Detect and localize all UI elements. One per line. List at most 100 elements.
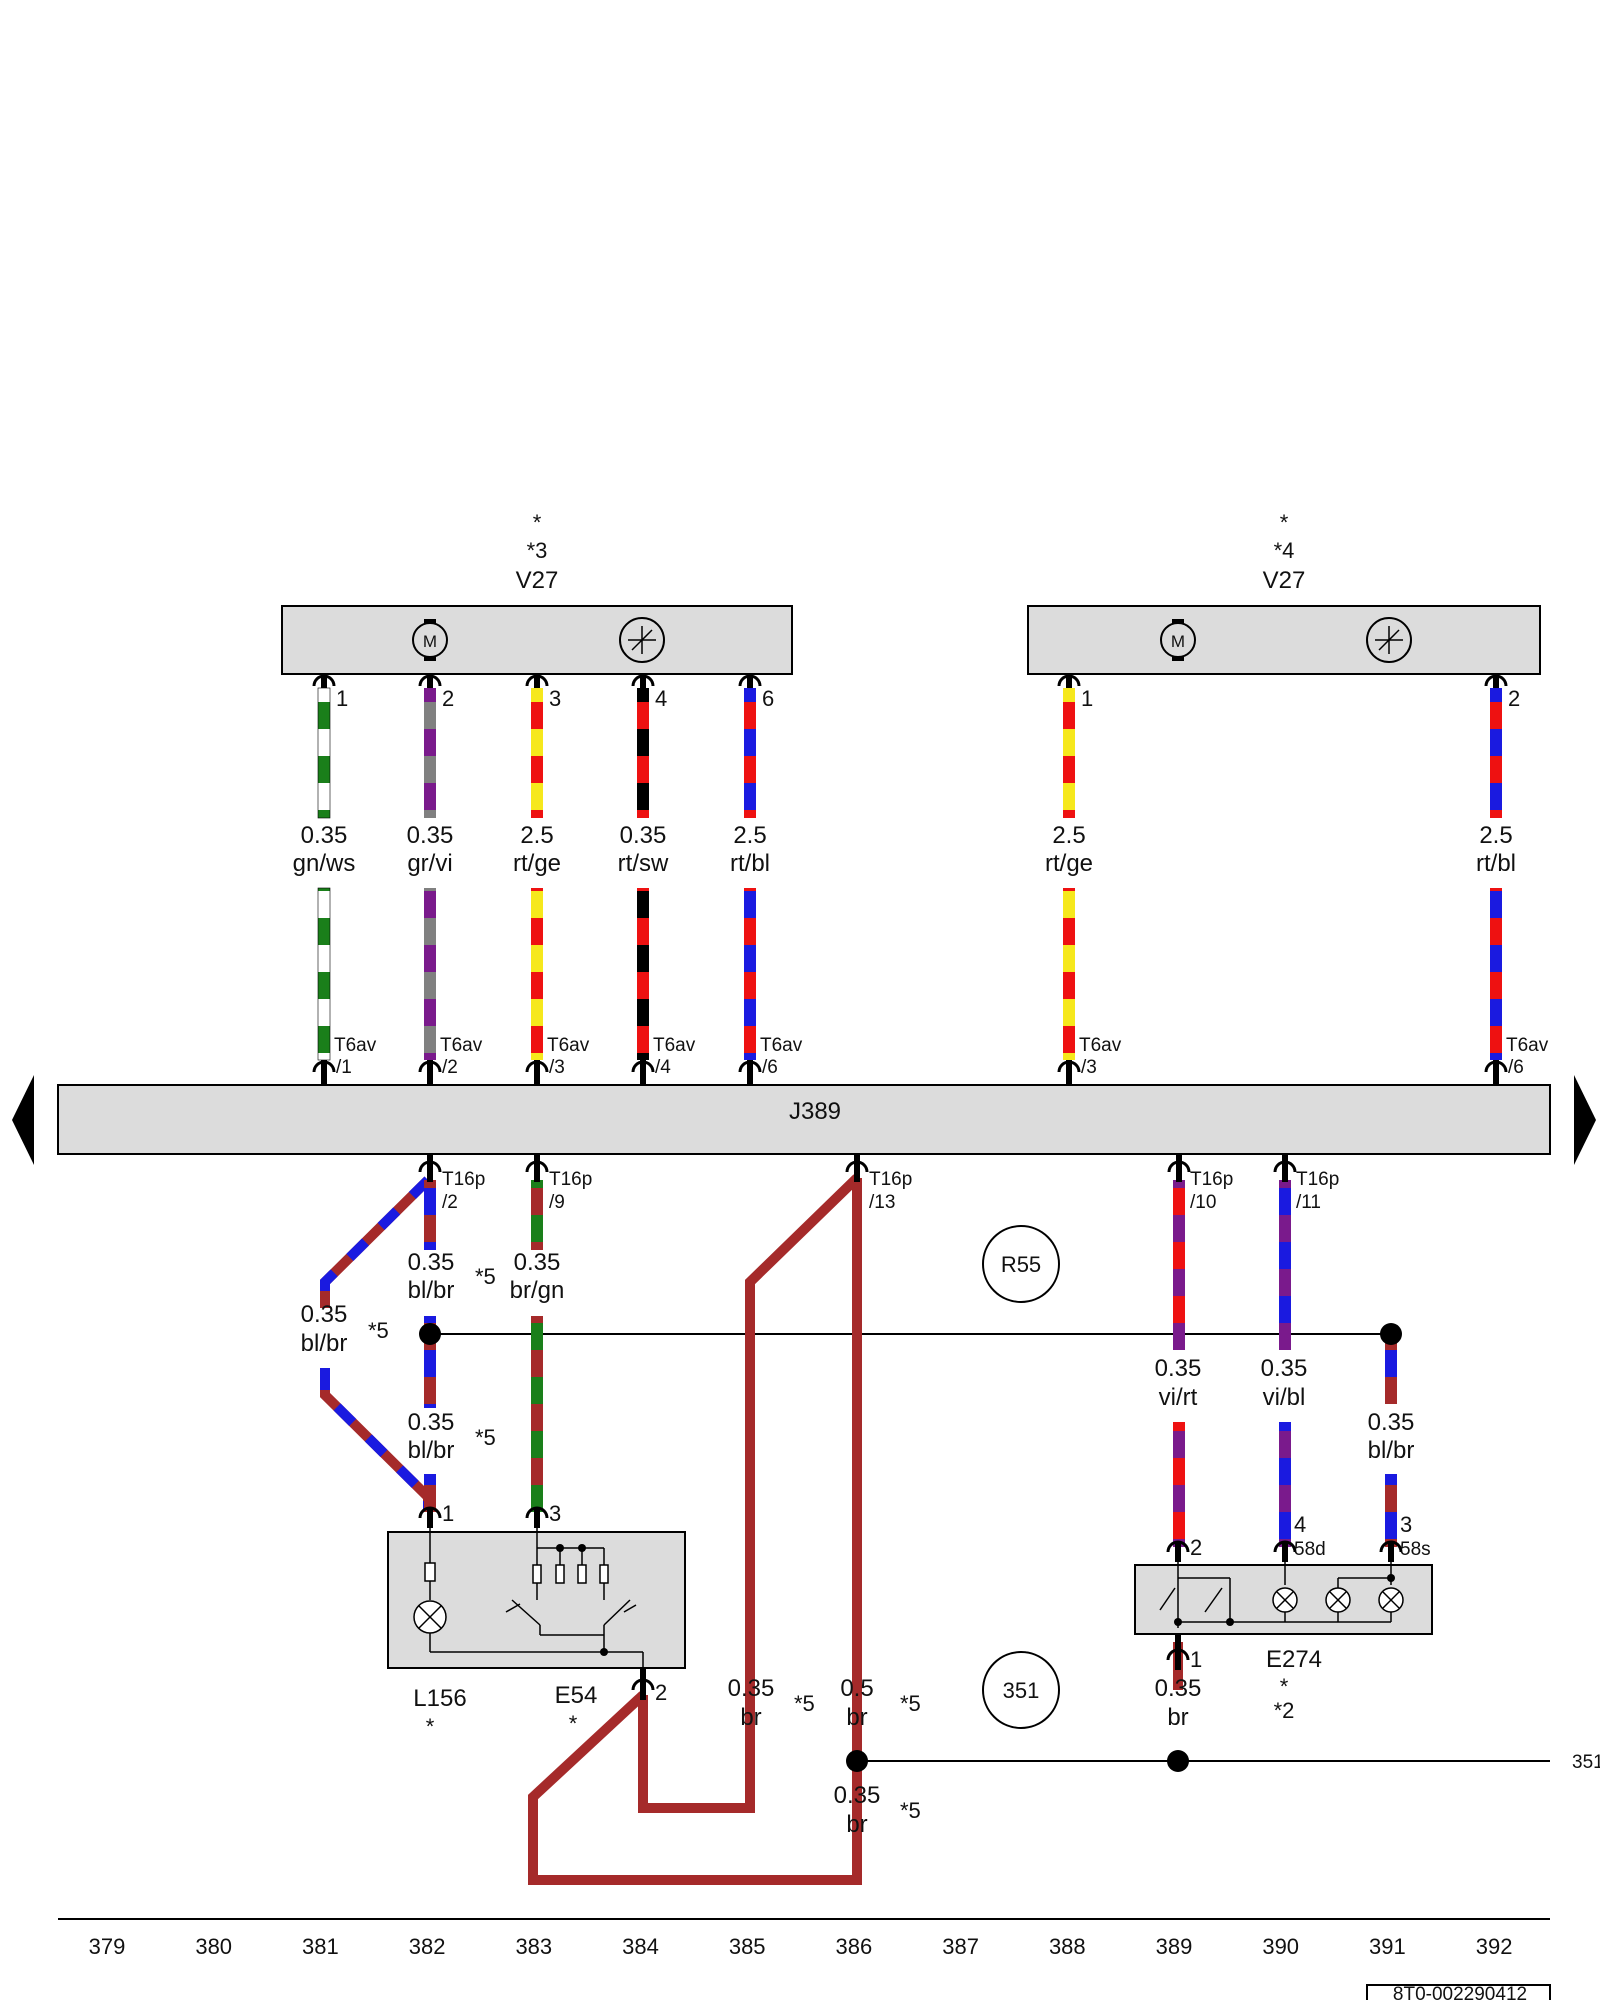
wire-color: gn/ws	[293, 850, 356, 877]
connector-pin: /4	[655, 1057, 671, 1078]
wire-note: *5	[475, 1425, 496, 1450]
grid-number: 390	[1262, 1934, 1299, 1959]
connector-pin: /1	[336, 1057, 352, 1078]
wire-color: bl/br	[408, 1437, 455, 1464]
l156-star: *	[426, 1714, 435, 1739]
wire-size: 0.35	[407, 822, 454, 849]
grid-number: 385	[729, 1934, 766, 1959]
wire-color: bl/br	[408, 1277, 455, 1304]
grid-number: 379	[89, 1934, 126, 1959]
grid-number: 383	[515, 1934, 552, 1959]
e274-label: E274	[1266, 1646, 1322, 1673]
t16p-labels: T16p /2 T16p /9 T16p /13 T16p /10 T16p /…	[442, 1169, 1339, 1213]
wire-note: *5	[794, 1691, 815, 1716]
lower-wire-labels: 0.35 bl/br *5 0.35 bl/br *5 0.35 br/gn 0…	[301, 1249, 1415, 1838]
svg-text:M: M	[423, 632, 437, 651]
wire-size: 2.5	[520, 822, 553, 849]
e274-note: *2	[1274, 1698, 1295, 1723]
pin-label: 2	[655, 1680, 667, 1705]
wire-size: 0.35	[301, 822, 348, 849]
wire-color: br	[846, 1811, 867, 1838]
brown-wire-inner	[638, 1174, 861, 1813]
e54-internal	[413, 1518, 644, 1690]
wire-size: 0.35	[834, 1782, 881, 1809]
doc-id: 8T0-002290412	[1393, 1984, 1527, 2000]
e274-star: *	[1280, 1674, 1289, 1699]
v27-left-star: *	[533, 510, 542, 535]
top-wires	[317, 687, 1502, 1061]
connector-pin: /3	[1081, 1057, 1097, 1078]
junction-dot	[556, 1544, 564, 1552]
grid-number: 387	[942, 1934, 979, 1959]
wire-segment	[744, 688, 756, 818]
pin-label: 3	[549, 686, 561, 711]
wire-size: 0.35	[620, 822, 667, 849]
wire-segment	[1490, 888, 1502, 1060]
brown-wire-loop	[528, 1178, 862, 1885]
ref-r55: R55	[982, 1225, 1060, 1303]
wire-size: 0.35	[728, 1675, 775, 1702]
wire-size: 2.5	[733, 822, 766, 849]
connector-pin: /2	[442, 1057, 458, 1078]
wire-color: rt/ge	[513, 850, 561, 877]
grid-number: 391	[1369, 1934, 1406, 1959]
connector-pin: /6	[762, 1057, 778, 1078]
pin-label: 1	[1190, 1647, 1202, 1672]
wire-note: *5	[900, 1691, 921, 1716]
connector-name: T6av	[334, 1035, 377, 1056]
junction-dot	[1174, 1618, 1182, 1626]
svg-text:M: M	[1171, 632, 1185, 651]
v27-left-name: V27	[516, 567, 559, 594]
pin-label: 2	[442, 686, 454, 711]
wire-color: gr/vi	[407, 850, 452, 877]
top-pin-connectors	[312, 674, 1508, 688]
wire-color: br	[740, 1704, 761, 1731]
grid-number: 388	[1049, 1934, 1086, 1959]
junction-dot	[600, 1648, 608, 1656]
ref-label: R55	[1001, 1252, 1041, 1277]
wire-segment	[531, 888, 543, 1060]
wire-color: rt/bl	[1476, 850, 1516, 877]
connector-name: T6av	[1079, 1035, 1122, 1056]
wire-note: *5	[475, 1264, 496, 1289]
edge-ref: 351	[1572, 1752, 1600, 1773]
connector-pin: /13	[869, 1192, 895, 1213]
wire-color: vi/bl	[1263, 1384, 1306, 1411]
grid-number: 381	[302, 1934, 339, 1959]
connector-name: T6av	[653, 1035, 696, 1056]
e274-internal	[1159, 1552, 1404, 1628]
junction-dot	[846, 1750, 868, 1772]
e54-connectors	[418, 1506, 655, 1700]
junction-dot	[1387, 1574, 1395, 1582]
connector-pin: /2	[442, 1192, 458, 1213]
connector-name: T16p	[549, 1169, 592, 1190]
junction-dot	[578, 1544, 586, 1552]
v27-right-box	[1027, 605, 1541, 675]
junction-dot	[1380, 1323, 1402, 1345]
wire-segment	[637, 888, 649, 1060]
wire-size: 2.5	[1052, 822, 1085, 849]
wire-color: bl/br	[1368, 1437, 1415, 1464]
grid-number: 382	[409, 1934, 446, 1959]
v27-right-star: *	[1280, 510, 1289, 535]
pin-label: 58s	[1400, 1539, 1431, 1560]
sensor-icon	[1366, 617, 1412, 663]
wire-segment	[531, 688, 543, 818]
junction-dot	[1226, 1618, 1234, 1626]
connector-pin: /10	[1190, 1192, 1216, 1213]
pin-label: 3	[549, 1501, 561, 1526]
wire-color: br	[1167, 1704, 1188, 1731]
page-prev-arrow-icon[interactable]	[12, 1075, 34, 1165]
v27-right-note: *4	[1274, 538, 1295, 563]
wire-segment	[1063, 888, 1075, 1060]
wire-color: rt/sw	[618, 850, 669, 877]
page-next-arrow-icon[interactable]	[1574, 1075, 1596, 1165]
connector-name: T16p	[442, 1169, 485, 1190]
pin-label: 58d	[1294, 1539, 1326, 1560]
wire-color: vi/rt	[1159, 1384, 1198, 1411]
wire-segment	[1063, 688, 1075, 818]
connector-name: T6av	[760, 1035, 803, 1056]
wire-size: 0.35	[1261, 1355, 1308, 1382]
v27-left-note: *3	[527, 538, 548, 563]
j389-label: J389	[789, 1098, 841, 1125]
